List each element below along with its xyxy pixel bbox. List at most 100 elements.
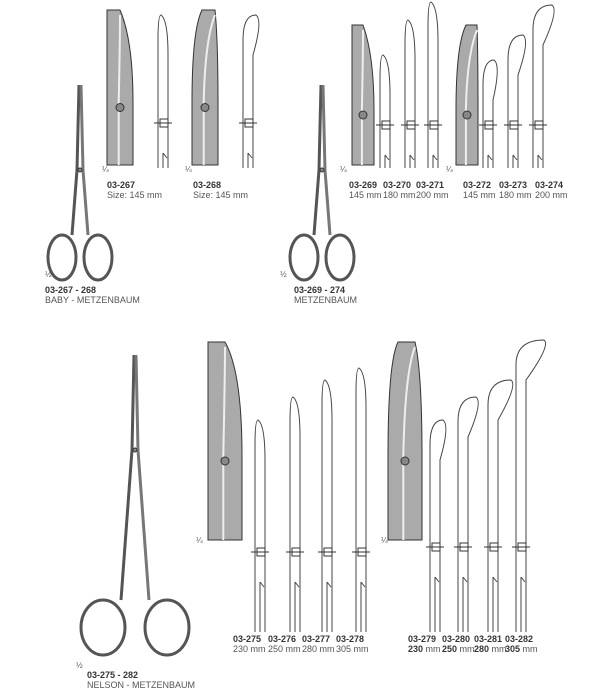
item-size: 230 mm bbox=[233, 644, 266, 654]
item-size: 145 mm bbox=[349, 190, 382, 200]
finger-ring bbox=[143, 598, 191, 657]
item-label: 03-267 Size: 145 mm bbox=[107, 180, 162, 200]
item-size-row: 180 mm bbox=[383, 190, 416, 200]
finger-ring bbox=[82, 233, 114, 282]
item-unit: mm bbox=[425, 644, 441, 654]
item-size-row: 250 mm bbox=[442, 644, 475, 654]
side-view bbox=[384, 154, 390, 161]
item-size-row: 200 mm bbox=[416, 190, 449, 200]
item-size: 145 mm bbox=[463, 190, 496, 200]
item-size-row: 180 mm bbox=[499, 190, 532, 200]
side-view bbox=[492, 576, 498, 583]
item-code: 03-267 bbox=[107, 180, 136, 190]
item-size: 280 mm bbox=[302, 644, 335, 654]
blade-detail bbox=[202, 14, 216, 165]
item-size-row: 305 mm bbox=[336, 644, 369, 654]
item-unit: mm bbox=[459, 644, 475, 654]
item-size: 200 mm bbox=[416, 190, 449, 200]
item-size-row: 305 mm bbox=[505, 644, 538, 654]
item-code: 03-274 bbox=[535, 180, 564, 190]
side-view bbox=[487, 154, 493, 161]
side-view bbox=[289, 396, 301, 632]
side-view bbox=[512, 154, 518, 161]
scale-mark: ¼ bbox=[196, 536, 203, 545]
side-view bbox=[360, 581, 366, 588]
pivot-screw bbox=[200, 103, 210, 112]
item-size-row: 280 mm bbox=[474, 644, 507, 654]
item-code: 03-273 bbox=[499, 180, 528, 190]
pivot-screw bbox=[462, 110, 472, 120]
item-code: 03-277 bbox=[302, 634, 331, 644]
pivot-screw bbox=[319, 167, 325, 173]
item-size-row: 145 mm bbox=[463, 190, 496, 200]
side-view bbox=[157, 14, 169, 168]
side-view bbox=[520, 576, 526, 583]
side-view bbox=[457, 396, 479, 632]
full-scissors bbox=[312, 84, 323, 236]
item-size: 305 bbox=[505, 644, 521, 654]
scale-mark: ½ bbox=[45, 270, 52, 279]
side-view bbox=[482, 59, 498, 168]
item-code: 03-275 bbox=[233, 634, 262, 644]
full-scissors bbox=[321, 84, 332, 236]
group-name: BABY - METZENBAUM bbox=[45, 295, 140, 305]
finger-ring bbox=[288, 233, 320, 282]
item-size: 180 mm bbox=[499, 190, 532, 200]
item-code: 03-272 bbox=[463, 180, 492, 190]
item-size: 250 bbox=[442, 644, 458, 654]
side-view bbox=[532, 4, 555, 168]
full-scissors bbox=[79, 84, 90, 236]
side-view bbox=[462, 576, 468, 583]
side-view bbox=[162, 152, 168, 159]
side-view bbox=[404, 19, 416, 168]
item-code: 03-270 bbox=[383, 180, 412, 190]
side-view bbox=[355, 367, 367, 632]
pivot-screw bbox=[358, 110, 368, 120]
finger-ring bbox=[46, 233, 78, 282]
pivot-screw bbox=[77, 167, 83, 173]
blade-detail bbox=[387, 341, 423, 541]
item-label: 03-268 Size: 145 mm bbox=[193, 180, 248, 200]
item-size-row: 250 mm bbox=[268, 644, 301, 654]
scale-mark: ¼ bbox=[381, 536, 388, 545]
pivot-screw bbox=[220, 456, 230, 466]
side-view bbox=[259, 581, 265, 588]
item-size: 230 bbox=[408, 644, 424, 654]
side-view bbox=[254, 419, 266, 632]
item-size: 180 mm bbox=[383, 190, 416, 200]
item-size-row: 230 mm bbox=[233, 644, 266, 654]
item-size: Size: 145 mm bbox=[193, 190, 249, 200]
item-size-row: 200 mm bbox=[535, 190, 568, 200]
item-size: 280 bbox=[474, 644, 490, 654]
group-label: 03-267 - 268 BABY - METZENBAUM bbox=[45, 285, 140, 305]
side-view bbox=[294, 581, 300, 588]
blade-detail bbox=[207, 341, 243, 541]
item-code: 03-279 bbox=[408, 634, 437, 644]
finger-ring bbox=[79, 598, 127, 657]
pivot-screw bbox=[400, 456, 410, 466]
item-code: 03-278 bbox=[336, 634, 365, 644]
side-view bbox=[432, 154, 438, 161]
side-view bbox=[537, 154, 543, 161]
scale-mark: ½ bbox=[280, 270, 287, 279]
item-size-row: 230 mm bbox=[408, 644, 441, 654]
scale-mark: ¼ bbox=[340, 165, 347, 174]
side-view bbox=[326, 581, 332, 588]
side-view bbox=[487, 379, 514, 632]
group-label: 03-269 - 274 METZENBAUM bbox=[294, 285, 357, 305]
side-view bbox=[321, 379, 333, 632]
item-code: 03-282 bbox=[505, 634, 534, 644]
